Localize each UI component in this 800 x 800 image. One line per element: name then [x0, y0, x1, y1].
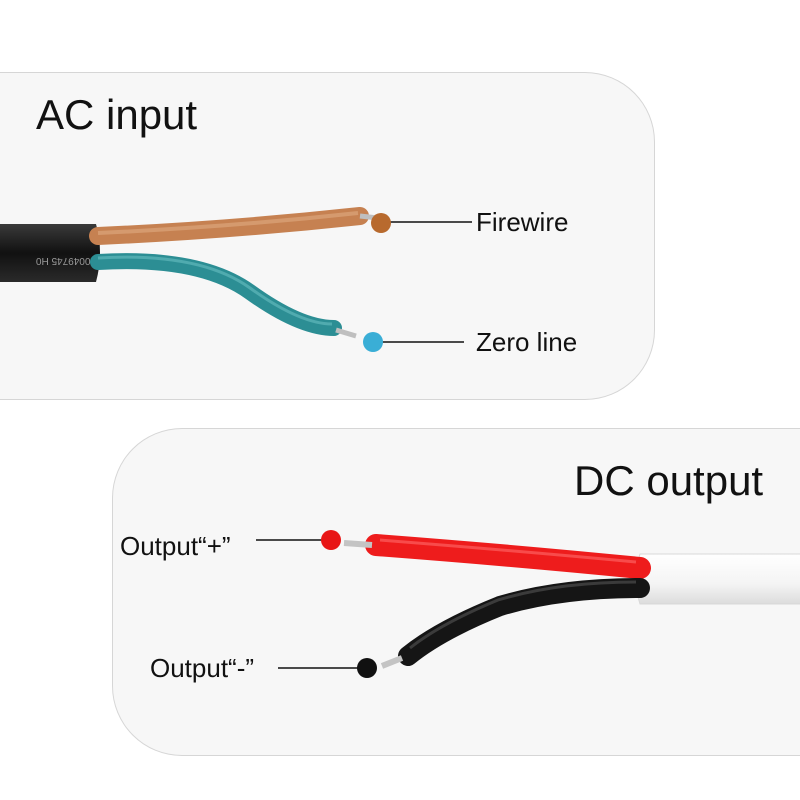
firewire-wire-highlight	[97, 211, 359, 235]
output-plus-wire	[365, 534, 651, 579]
output-plus-wire-highlight	[379, 538, 637, 564]
ac-input-title: AC input	[36, 91, 198, 138]
output-minus-wire	[398, 578, 650, 666]
firewire-wire	[89, 207, 369, 245]
dc-output-title: DC output	[574, 457, 764, 504]
output-plus-strands	[343, 540, 373, 548]
output-plus-dot	[321, 530, 341, 550]
output-minus-dot	[357, 658, 377, 678]
zero-line-dot	[363, 332, 383, 352]
firewire-dot	[371, 213, 391, 233]
ac-cable-jacket	[0, 224, 100, 282]
output-minus-label: Output“-”	[150, 653, 255, 683]
output-plus-label: Output“+”	[120, 531, 231, 561]
zero-line-wire	[90, 253, 342, 336]
zero-line-wire-highlight	[97, 255, 333, 326]
output-minus-strands	[380, 655, 404, 669]
ac-cable-print: 00049745 H0	[36, 255, 96, 266]
output-minus-wire-highlight	[409, 580, 637, 650]
firewire-label: Firewire	[476, 207, 569, 237]
dc-cable-jacket	[635, 553, 800, 605]
zero-line-strands	[335, 327, 357, 339]
zero-line-label: Zero line	[476, 327, 578, 357]
